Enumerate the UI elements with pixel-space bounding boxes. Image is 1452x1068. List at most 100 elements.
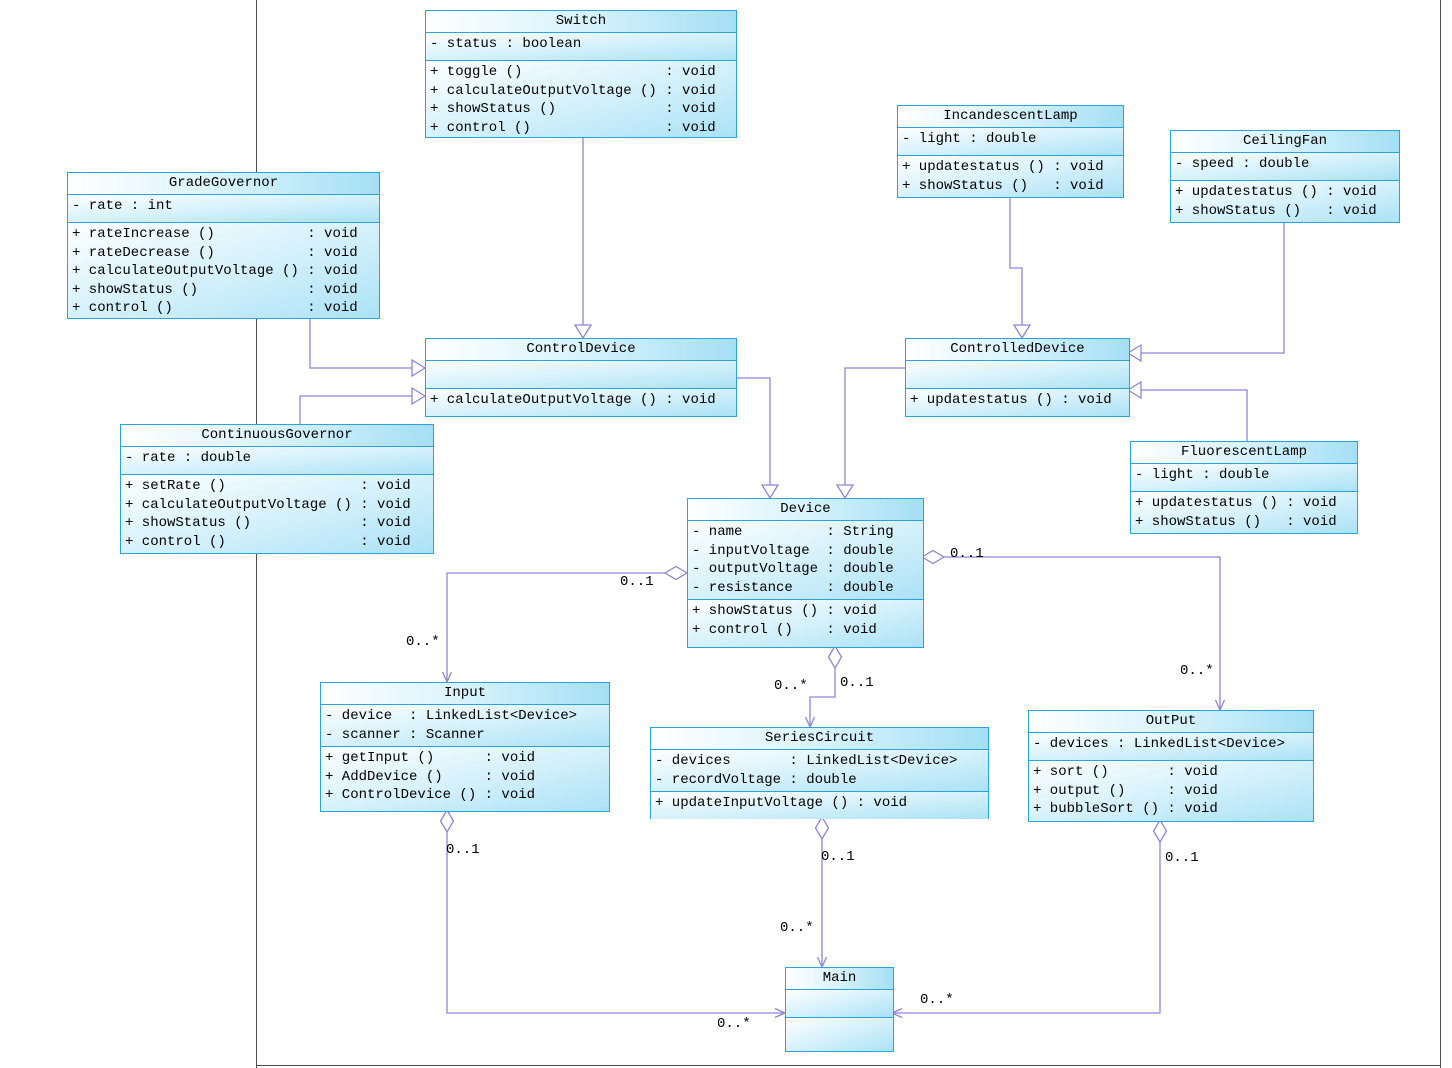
class-fluorescent-lamp[interactable]: FluorescentLamp - light : double + updates… xyxy=(1130,441,1358,534)
class-title: GradeGovernor xyxy=(68,173,379,195)
attribute-row: - rate : double xyxy=(125,450,252,466)
multiplicity-label: 0..1 xyxy=(1165,850,1199,866)
attributes-compartment: - devices : LinkedList<Device> xyxy=(1029,733,1313,761)
method-row: + showStatus () : void xyxy=(902,177,1104,194)
method-row: + calculateOutputVoltage () : void xyxy=(430,82,716,99)
attributes-compartment: - devices : LinkedList<Device> - recordVo… xyxy=(651,750,988,792)
class-incandescent-lamp[interactable]: IncandescentLamp- light : double+ update… xyxy=(897,105,1124,198)
class-main[interactable]: Main xyxy=(785,967,894,1052)
method-row: + calculateOutputVoltage () : void xyxy=(72,263,358,279)
class-controlled-device[interactable]: ControlledDevice + updatestatus () : void xyxy=(905,338,1130,417)
method-row: + updatestatus () : void xyxy=(902,159,1104,175)
method-row: + bubbleSort () : void xyxy=(1033,801,1218,817)
attributes-compartment: - device : LinkedList<Device>- scanner :… xyxy=(321,705,609,747)
aggregation-diamond-icon xyxy=(827,644,843,670)
open-arrow-icon xyxy=(441,671,448,683)
edge-ceiling-fan-extends-controlled-device xyxy=(1126,221,1285,363)
attributes-compartment: - rate : int xyxy=(68,195,379,223)
class-series-circuit[interactable]: SeriesCircuit- devices : LinkedList<Devi… xyxy=(650,727,989,819)
edge-series-circuit-main xyxy=(814,815,830,968)
inheritance-triangle-icon xyxy=(411,386,427,406)
inheritance-triangle-icon xyxy=(1126,380,1142,400)
multiplicity-label: 0..1 xyxy=(446,842,480,858)
multiplicity-label: 0..* xyxy=(717,1016,751,1032)
class-continuous-governor[interactable]: ContinuousGovernor- rate : double+ setRa… xyxy=(120,424,434,554)
attributes-compartment: - rate : double xyxy=(121,447,433,475)
multiplicity-label: 0..* xyxy=(780,920,814,936)
methods-compartment: + rateIncrease () : void+ rateDecrease (… xyxy=(68,223,379,318)
attribute-row: - resistance : double xyxy=(692,579,894,596)
attribute-row: - outputVoltage : double xyxy=(692,561,894,577)
attribute-row: - rate : int xyxy=(72,198,173,214)
attribute-row: - name : String xyxy=(692,524,894,540)
page-boundary-line xyxy=(1440,0,1441,1068)
method-row: + toggle () : void xyxy=(430,64,716,80)
methods-compartment: + getInput () : void+ AddDevice () : voi… xyxy=(321,747,609,811)
inheritance-triangle-icon xyxy=(835,484,855,500)
inheritance-triangle-icon xyxy=(411,358,427,378)
methods-compartment: + toggle () : void + calculateOutputVolta… xyxy=(426,61,736,137)
method-row: + updatestatus () : void xyxy=(1135,495,1337,511)
edge-out-put-main xyxy=(891,818,1168,1019)
open-arrow-icon xyxy=(774,1007,786,1014)
attribute-row: - status : boolean xyxy=(430,36,582,52)
methods-compartment: + setRate () : void+ calculateOutputVolt… xyxy=(121,475,433,553)
attributes-compartment: - status : boolean xyxy=(426,33,736,61)
class-title: IncandescentLamp xyxy=(898,106,1123,128)
method-row: + rateIncrease () : void xyxy=(72,226,358,242)
attribute-row: - device : LinkedList<Device> xyxy=(325,708,578,724)
multiplicity-label: 0..1 xyxy=(840,675,874,691)
method-row: + showStatus () : void xyxy=(1135,513,1337,530)
method-row: + showStatus () : void xyxy=(692,603,877,619)
attributes-compartment: - light : double xyxy=(898,128,1123,156)
method-row: + control () : void xyxy=(125,533,411,550)
open-arrow-icon xyxy=(1219,699,1226,711)
class-title: Main xyxy=(786,968,893,990)
class-out-put[interactable]: OutPut - devices : LinkedList<Device> + so… xyxy=(1028,710,1314,822)
methods-compartment: + updatestatus () : void + showStatus () … xyxy=(898,156,1123,197)
open-arrow-icon xyxy=(821,956,828,968)
class-title: FluorescentLamp xyxy=(1131,442,1357,464)
attribute-row: - light : double xyxy=(1135,467,1270,483)
attribute-row: - devices : LinkedList<Device> xyxy=(655,753,958,769)
attributes-compartment: - light : double xyxy=(1131,464,1357,492)
inheritance-triangle-icon xyxy=(573,324,593,340)
attributes-compartment xyxy=(906,361,1129,389)
edge-device-series-circuit xyxy=(804,644,843,728)
inheritance-triangle-icon xyxy=(1012,324,1032,340)
methods-compartment: + updatestatus () : void xyxy=(906,389,1129,416)
method-row: + updateInputVoltage () : void xyxy=(655,795,908,811)
method-row: + showStatus () : void xyxy=(125,515,411,531)
multiplicity-label: 0..* xyxy=(1180,663,1214,679)
aggregation-diamond-icon xyxy=(814,815,830,841)
edge-continuous-governor-extends-control-device xyxy=(299,386,427,424)
attribute-row: - recordVoltage : double xyxy=(655,771,857,788)
inheritance-triangle-icon xyxy=(760,484,780,500)
method-row: + updatestatus () : void xyxy=(910,392,1112,408)
attributes-compartment: - speed : double xyxy=(1171,153,1399,181)
method-row: + control () : void xyxy=(72,300,358,316)
class-title: OutPut xyxy=(1029,711,1313,733)
methods-compartment: + updatestatus () : void+ showStatus () … xyxy=(1171,181,1399,222)
class-control-device[interactable]: ControlDevice+ calculateOutputVoltage ()… xyxy=(425,338,737,417)
class-ceiling-fan[interactable]: CeilingFan- speed : double+ updatestatus… xyxy=(1170,130,1400,223)
method-row: + control () : void xyxy=(430,119,716,136)
multiplicity-label: 0..* xyxy=(406,634,440,650)
class-switch[interactable]: Switch- status : boolean+ toggle () : vo… xyxy=(425,10,737,138)
method-row: + control () : void xyxy=(692,621,877,638)
edge-controlled-device-extends-device xyxy=(835,367,905,500)
open-arrow-icon xyxy=(446,671,453,683)
methods-compartment: + sort () : void+ output () : void+ bubb… xyxy=(1029,761,1313,821)
method-row: + getInput () : void xyxy=(325,750,536,766)
method-row: + showStatus () : void xyxy=(430,101,716,117)
class-input[interactable]: Input- device : LinkedList<Device>- scan… xyxy=(320,682,610,812)
methods-compartment: + calculateOutputVoltage () : void xyxy=(426,389,736,416)
method-row: + setRate () : void xyxy=(125,478,411,494)
class-device[interactable]: Device- name : String- inputVoltage : do… xyxy=(687,498,924,648)
class-title: ControlledDevice xyxy=(906,339,1129,361)
multiplicity-label: 0..1 xyxy=(821,849,855,865)
methods-compartment xyxy=(786,1018,893,1051)
attribute-row: - devices : LinkedList<Device> xyxy=(1033,736,1286,752)
class-grade-governor[interactable]: GradeGovernor - rate : int + rateIncrease … xyxy=(67,172,380,319)
